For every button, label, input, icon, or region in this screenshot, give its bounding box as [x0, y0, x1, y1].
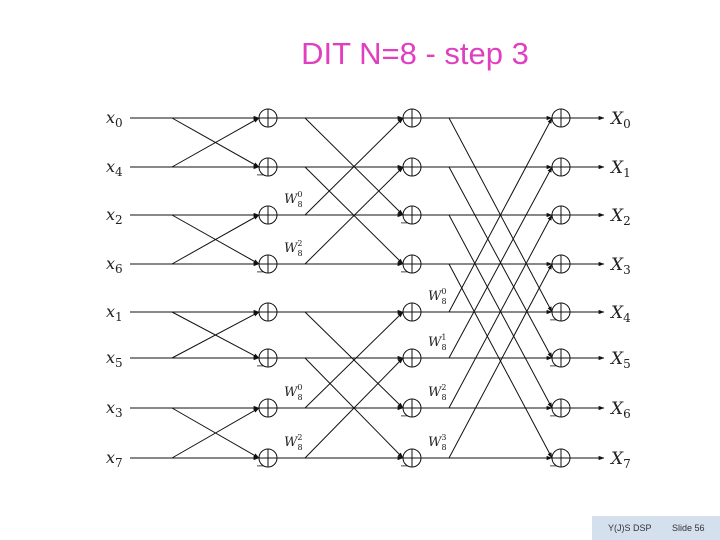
input-label-x0: x0	[106, 108, 123, 130]
adder-node-s2-r3	[551, 254, 571, 274]
cross-stage2-7-3	[448, 263, 553, 459]
minus-sign: −	[256, 170, 264, 181]
adder-node-s0-r5	[258, 348, 278, 368]
cross-stage1-3-1	[304, 166, 404, 265]
adder-node-s1-r4	[402, 302, 422, 322]
cross-stage0-7-6	[171, 407, 260, 459]
output-label-X3: X3	[609, 255, 631, 277]
cross-stage2-6-2	[448, 214, 553, 409]
footer-course-label: Y(J)S DSP	[608, 523, 652, 533]
output-label-X4: X4	[609, 303, 631, 325]
slide-footer: Y(J)S DSP Slide 56	[592, 516, 720, 540]
adder-node-s1-r5	[402, 348, 422, 368]
adder-node-s2-r7	[551, 448, 571, 468]
adder-node-s0-r7	[258, 448, 278, 468]
minus-sign: −	[256, 267, 264, 278]
adder-node-s0-r3	[258, 254, 278, 274]
minus-sign: −	[256, 361, 264, 372]
minus-sign: −	[400, 461, 408, 472]
adder-node-s2-r6	[551, 398, 571, 418]
minus-sign: −	[400, 411, 408, 422]
output-label-X0: X0	[609, 109, 631, 131]
input-label-x2: x2	[106, 205, 123, 227]
input-label-x7: x7	[106, 448, 123, 470]
input-label-x4: x4	[106, 157, 123, 179]
adder-node-s0-r2	[258, 205, 278, 225]
input-label-x1: x1	[106, 302, 123, 324]
cross-stage0-1-0	[171, 117, 260, 168]
minus-sign: −	[549, 411, 557, 422]
adder-node-s0-r6	[258, 398, 278, 418]
adder-node-s2-r5	[551, 348, 571, 368]
adder-node-s0-r4	[258, 302, 278, 322]
cross-stage0-3-2	[171, 214, 260, 265]
output-label-X2: X2	[609, 206, 631, 228]
cross-stage0-5-4	[171, 311, 260, 359]
adder-node-s1-r2	[402, 205, 422, 225]
minus-sign: −	[400, 267, 408, 278]
minus-sign: −	[549, 361, 557, 372]
cross-stage1-6-4	[304, 311, 404, 409]
input-label-x5: x5	[106, 348, 123, 370]
adder-node-s0-r1	[258, 157, 278, 177]
adder-node-s2-r1	[551, 157, 571, 177]
cross-stage2-4-0	[448, 117, 553, 313]
adder-node-s2-r0	[551, 108, 571, 128]
output-label-X5: X5	[609, 349, 631, 371]
adder-node-s1-r0	[402, 108, 422, 128]
minus-sign: −	[549, 315, 557, 326]
cross-stage2-5-1	[448, 166, 553, 359]
adder-node-s1-r1	[402, 157, 422, 177]
adder-node-s2-r2	[551, 205, 571, 225]
minus-sign: −	[549, 461, 557, 472]
adder-node-s1-r7	[402, 448, 422, 468]
input-label-x3: x3	[106, 398, 123, 420]
cross-stage1-7-5	[304, 357, 404, 459]
minus-sign: −	[400, 218, 408, 229]
cross-stage1-2-0	[304, 117, 404, 216]
slide-title: DIT N=8 - step 3	[301, 36, 529, 71]
adder-node-s2-r4	[551, 302, 571, 322]
output-label-X1: X1	[609, 158, 631, 180]
adder-node-s1-r3	[402, 254, 422, 274]
adder-node-s1-r6	[402, 398, 422, 418]
input-label-x6: x6	[106, 254, 123, 276]
footer-slide-number: Slide 56	[672, 523, 705, 533]
minus-sign: −	[256, 461, 264, 472]
adder-node-s0-r0	[258, 108, 278, 128]
output-label-X7: X7	[609, 449, 631, 471]
output-label-X6: X6	[609, 399, 631, 421]
